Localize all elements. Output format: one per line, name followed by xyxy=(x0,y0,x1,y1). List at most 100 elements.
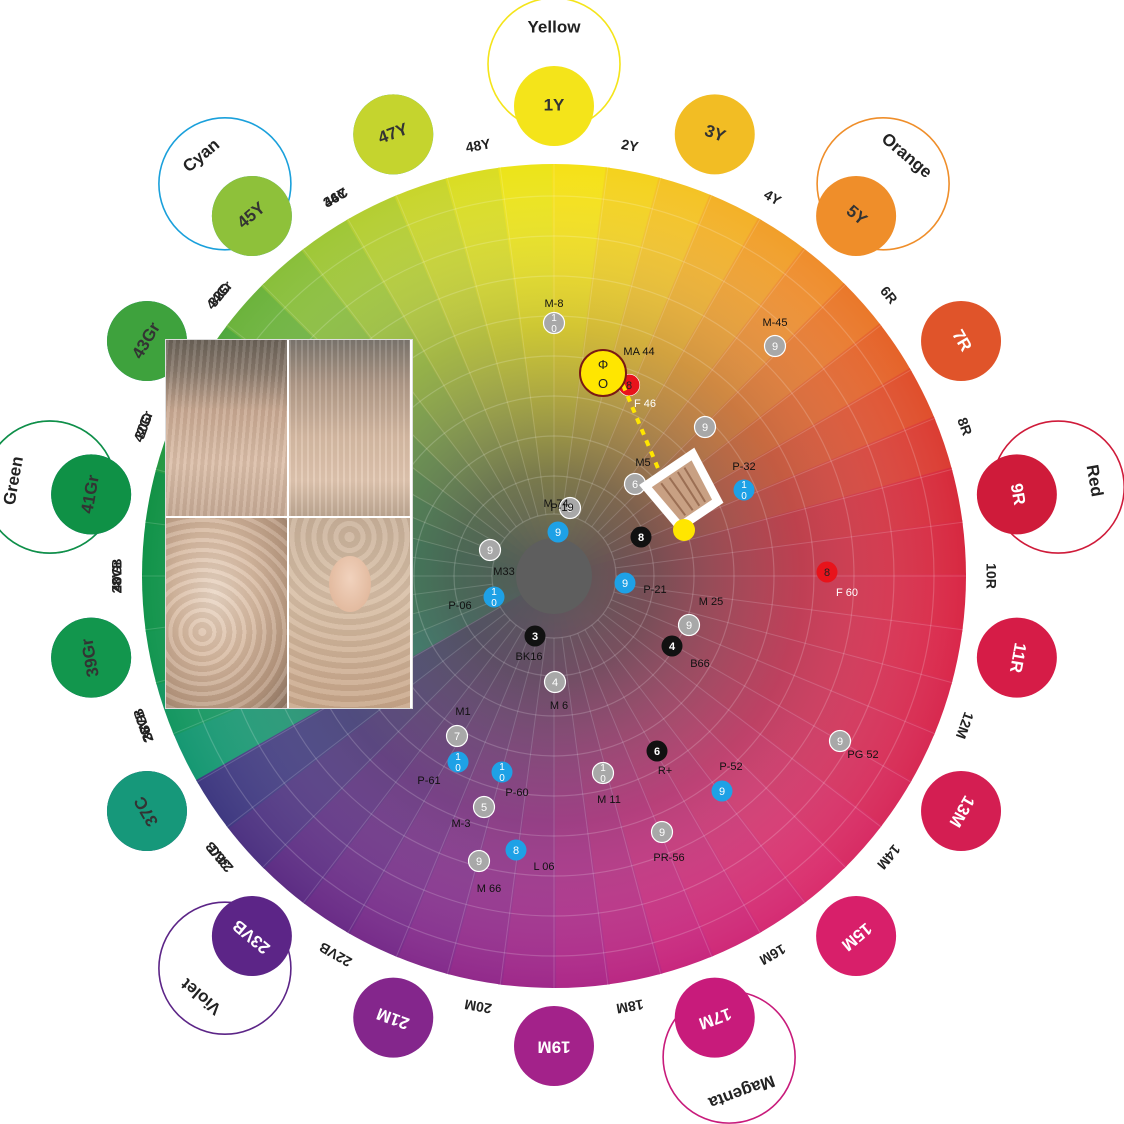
svg-text:9: 9 xyxy=(555,527,561,539)
grid-spoke xyxy=(561,167,609,515)
grid-spoke xyxy=(613,591,953,684)
svg-text:F 60: F 60 xyxy=(836,587,858,599)
marker-m-74: 9M-74 xyxy=(543,496,582,520)
shade-23vb: 23VB xyxy=(211,896,292,977)
grid-spoke xyxy=(613,468,953,561)
shade-label-16m: 16M xyxy=(757,941,789,968)
hair-photo-layered-back xyxy=(289,340,410,516)
svg-text:0: 0 xyxy=(455,763,461,774)
grid-spoke xyxy=(591,624,806,904)
svg-text:8: 8 xyxy=(824,567,830,579)
svg-text:9: 9 xyxy=(772,341,778,353)
hair-photo-portrait xyxy=(289,518,410,708)
svg-text:P-32: P-32 xyxy=(732,461,755,473)
svg-text:Φ: Φ xyxy=(598,357,608,372)
marker-m-6: 4 M 6 xyxy=(543,670,568,712)
svg-text:P-21: P-21 xyxy=(643,584,666,596)
svg-text:F 46: F 46 xyxy=(634,398,656,410)
svg-text:9: 9 xyxy=(487,545,493,557)
grid-spoke xyxy=(395,633,531,957)
grid-spoke xyxy=(262,619,511,868)
grid-spoke xyxy=(611,417,935,553)
svg-text:O: O xyxy=(598,376,608,391)
marker-pr-56: 9PR-56 xyxy=(650,820,685,864)
shade-label-40gr: 40Gr xyxy=(109,559,125,591)
marker-p-52: 9P-52 xyxy=(711,761,743,802)
grid-spoke xyxy=(569,177,662,517)
svg-text:9: 9 xyxy=(686,620,692,632)
svg-text:9: 9 xyxy=(659,827,665,839)
svg-text:M-8: M-8 xyxy=(545,298,564,310)
svg-text:1: 1 xyxy=(491,587,497,598)
svg-text:P-19: P-19 xyxy=(550,502,573,514)
svg-text:1Y: 1Y xyxy=(544,95,565,114)
shade-label-6r: 6R xyxy=(877,283,901,307)
grid-spoke xyxy=(615,583,963,631)
grid-spoke xyxy=(499,637,547,985)
svg-text:L 06: L 06 xyxy=(533,861,554,873)
marker-p-61: 10P-61 xyxy=(417,751,469,787)
svg-text:4: 4 xyxy=(552,677,558,689)
shade-label-8r: 8R xyxy=(954,415,975,437)
svg-text:0: 0 xyxy=(741,491,747,502)
svg-text:1: 1 xyxy=(455,752,461,763)
svg-text:M-45: M-45 xyxy=(762,317,787,329)
svg-text:19M: 19M xyxy=(537,1038,570,1057)
hair-photo-waves-side xyxy=(166,518,287,708)
svg-text:M5: M5 xyxy=(635,457,650,469)
svg-text:MA 44: MA 44 xyxy=(623,346,654,358)
svg-text:4: 4 xyxy=(669,641,676,653)
svg-text:9R: 9R xyxy=(1007,482,1029,507)
marker-f-60: 8 F 60 xyxy=(816,561,858,599)
svg-text:1: 1 xyxy=(741,480,747,491)
svg-text:M 25: M 25 xyxy=(699,596,723,608)
hair-photo-grid xyxy=(166,340,412,708)
shade-label-10r: 10R xyxy=(983,563,999,589)
shade-47y: 47Y xyxy=(353,94,434,175)
grid-spoke xyxy=(446,177,539,517)
shade-label-42gr: 42Gr xyxy=(130,408,156,444)
marker-p-06: 10P-06 xyxy=(448,586,505,612)
shade-5y: 5Y xyxy=(816,175,897,256)
svg-text:0: 0 xyxy=(499,773,505,784)
svg-text:P-61: P-61 xyxy=(417,775,440,787)
svg-text:0: 0 xyxy=(600,774,606,785)
shade-21m: 21M xyxy=(353,977,434,1058)
marker-m-25: 9 M 25 xyxy=(677,596,723,637)
wheel-center xyxy=(516,538,592,614)
marker-r+: 6R+ xyxy=(646,740,672,777)
grid-spoke xyxy=(607,369,912,546)
grid-spoke xyxy=(584,629,761,934)
grid-spoke xyxy=(347,218,524,523)
grid-spoke xyxy=(597,619,846,868)
svg-text:P-60: P-60 xyxy=(505,787,528,799)
grid-spoke xyxy=(615,521,963,569)
result-dot xyxy=(673,519,695,541)
svg-text:M 66: M 66 xyxy=(477,883,501,895)
svg-text:M 6: M 6 xyxy=(550,700,568,712)
grid-spoke xyxy=(611,599,935,735)
shade-39gr: 39Gr xyxy=(51,617,132,698)
hair-swatch-icon xyxy=(639,447,724,533)
shade-41gr: 41Gr xyxy=(51,454,132,535)
svg-text:6: 6 xyxy=(654,746,660,758)
grid-ring xyxy=(491,513,617,639)
shade-15m: 15M xyxy=(816,896,897,977)
marker-m5: 6M5 xyxy=(623,457,651,496)
svg-text:1: 1 xyxy=(551,313,557,324)
shade-37c: 37C xyxy=(106,771,187,851)
shade-circles: 1Y3Y5Y7R9R11R13M15M17M19M21M23VB25VB27VB… xyxy=(51,66,1057,1086)
svg-text:11R: 11R xyxy=(1006,641,1030,674)
shade-9r: 9R xyxy=(976,454,1057,535)
shade-label-18m: 18M xyxy=(615,996,645,1016)
marker-unnamed-4: 9 xyxy=(693,415,717,439)
marker-m-45: 9 M-45 xyxy=(762,317,788,358)
svg-text:0: 0 xyxy=(551,324,557,335)
grid-spoke xyxy=(226,613,506,828)
shade-label-22vb: 22VB xyxy=(316,939,354,970)
